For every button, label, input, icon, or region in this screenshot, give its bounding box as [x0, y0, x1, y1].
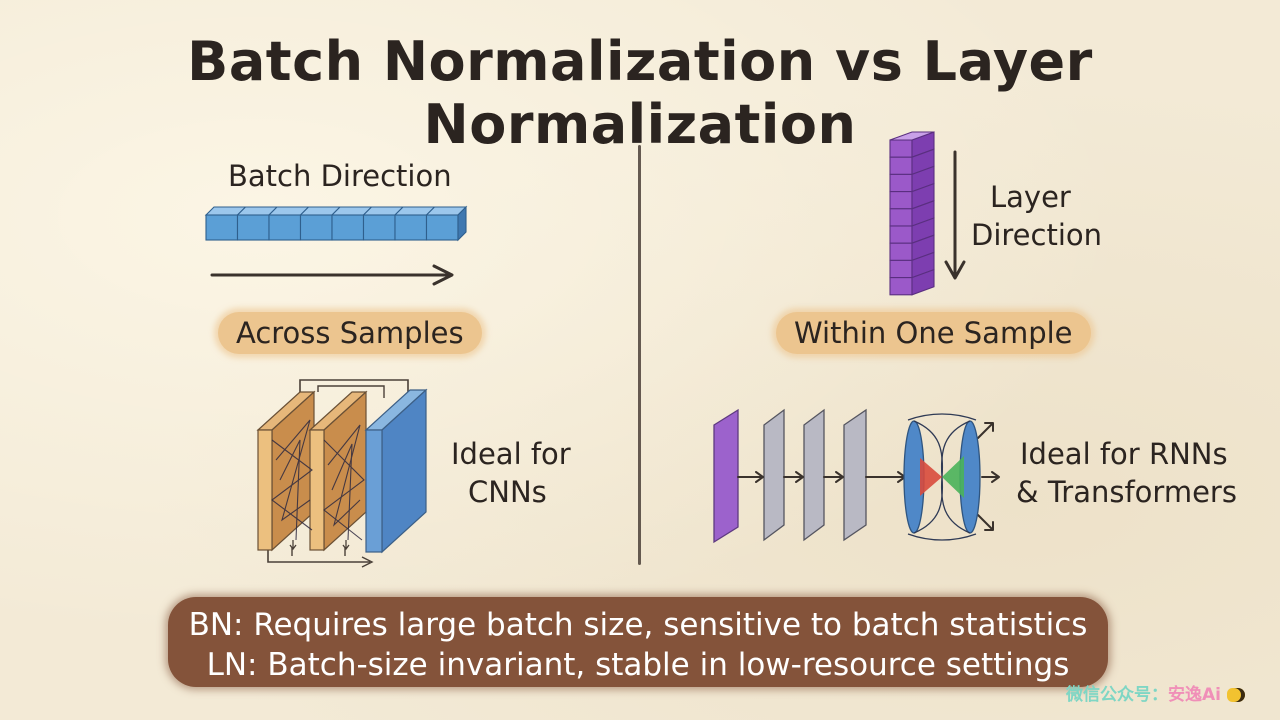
summary-bn: BN: Requires large batch size, sensitive…: [188, 607, 1088, 643]
layer-cell: [889, 268, 935, 296]
layer-cell: [889, 148, 935, 176]
batch-cell: [330, 206, 373, 241]
cnn-ideal-line1: Ideal for: [451, 437, 571, 471]
panel-divider: [638, 145, 641, 565]
transformer-ideal-line1: Ideal for RNNs: [1020, 437, 1228, 471]
arrow-down-icon: [944, 150, 966, 280]
batch-cell: [267, 206, 310, 241]
batch-direction-label: Batch Direction: [228, 159, 452, 193]
batch-cell: [299, 206, 342, 241]
bee-icon: [1226, 688, 1245, 702]
batch-cell: [393, 206, 436, 241]
layer-direction-line1: Layer: [990, 180, 1071, 214]
watermark-brand: 安逸Ai: [1168, 685, 1221, 705]
layer-cell-top: [889, 131, 935, 141]
watermark-prefix: 微信公众号：: [1066, 685, 1168, 705]
cnn-ideal-line2: CNNs: [468, 475, 547, 509]
arrow-right-icon: [210, 264, 454, 286]
summary-box: [168, 597, 1108, 687]
batch-cell-side: [457, 205, 467, 242]
transformer-ideal-line2: & Transformers: [1016, 475, 1237, 509]
summary-ln: LN: Batch-size invariant, stable in low-…: [206, 647, 1070, 683]
batch-cell: [362, 206, 405, 241]
watermark: 微信公众号：安逸Ai: [1066, 680, 1245, 705]
layer-direction-line2: Direction: [971, 218, 1103, 252]
within-one-sample-label: Within One Sample: [776, 312, 1091, 354]
page-title: Batch Normalization vs Layer Normalizati…: [187, 30, 1093, 156]
across-samples-label: Across Samples: [218, 312, 482, 354]
